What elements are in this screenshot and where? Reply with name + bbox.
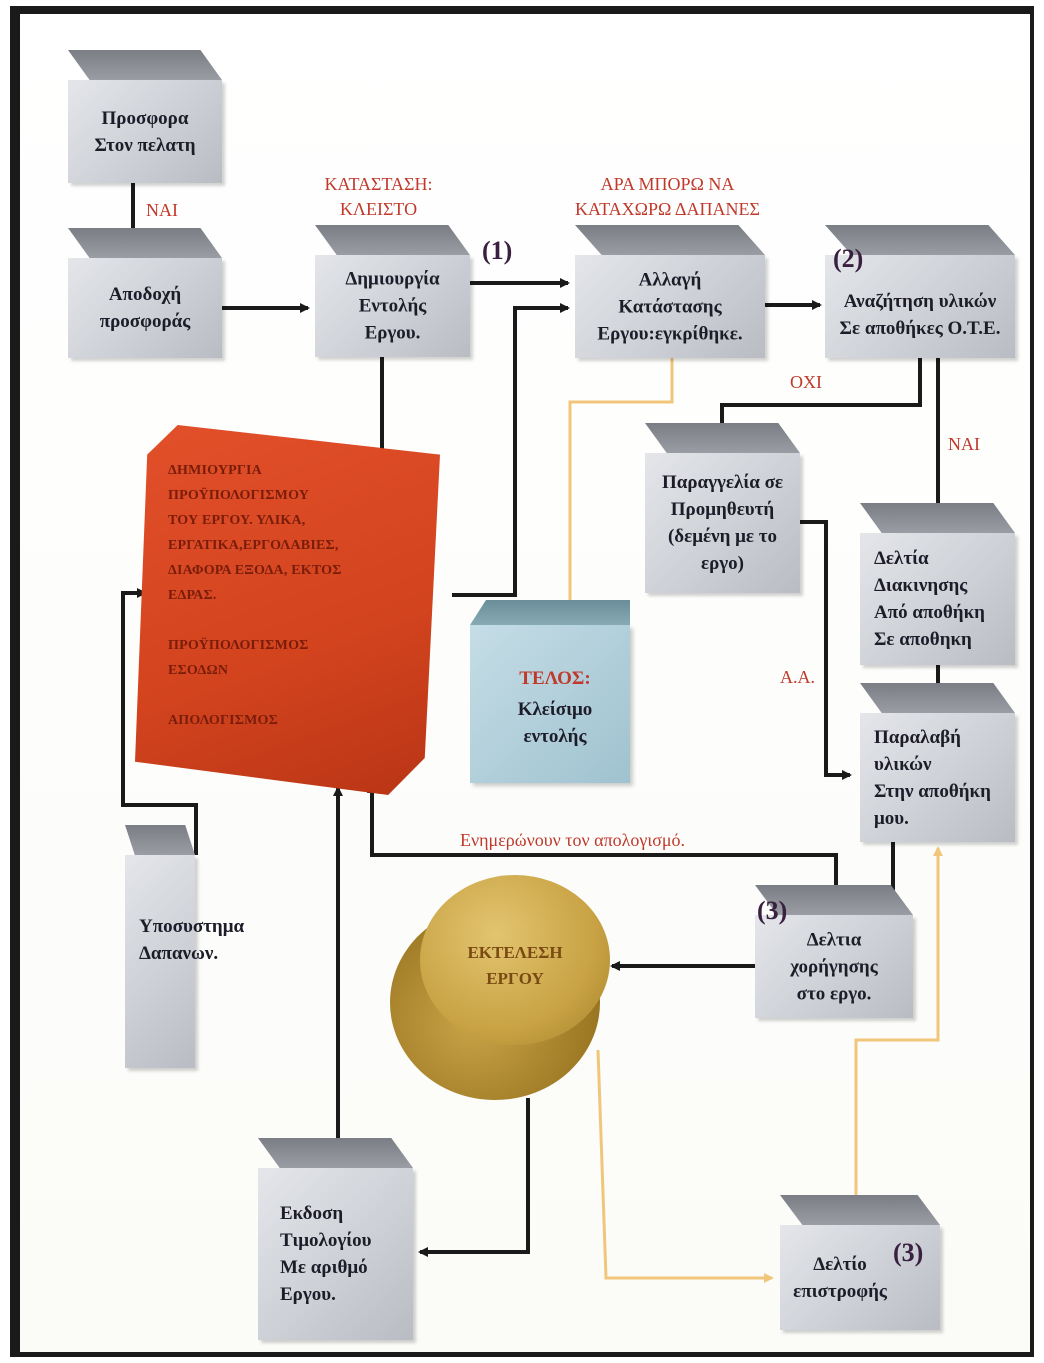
arrow-supplier-to-receive <box>800 520 852 780</box>
tan-arrow-return-to-receive <box>854 846 943 1220</box>
expenses-subsystem-text: Υποσυστημα Δαπανων. <box>139 916 245 965</box>
label-nai-top: ΝΑΙ <box>146 200 178 220</box>
label-nai-right: ΝΑΙ <box>948 434 980 454</box>
supplier-order-box: Παραγγελία σε Προμηθευτή (δεμένη με το ε… <box>645 453 800 593</box>
label-oxi: ΟΧΙ <box>790 372 822 392</box>
tan-arrow-execution-to-return <box>596 1049 774 1283</box>
label-aa: Α.Α. <box>780 667 815 687</box>
change-status-box: Αλλαγή Κατάστασης Εργου:εγκρίθηκε. <box>575 255 765 358</box>
step-number-2: (2) <box>833 244 864 273</box>
arrow-execution-to-invoice <box>418 1098 530 1257</box>
step-number-1: (1) <box>482 236 513 265</box>
label-can-register: ΑΡΑ ΜΠΟΡΩ ΝΑ ΚΑΤΑΧΩΡΩ ΔΑΠΑΝΕΣ <box>575 174 760 219</box>
acceptance-box: Αποδοχή προσφοράς <box>68 258 222 358</box>
offer-text: Προσφορα Στον πελατη <box>94 107 196 156</box>
tan-arrow-status-to-end <box>565 358 674 640</box>
create-order-text: Δημιουργία Εντολής Εργου. <box>345 268 440 344</box>
search-materials-box: Αναζήτηση υλικών Σε αποθήκες Ο.Τ.Ε. <box>825 255 1015 358</box>
invoice-text: Εκδοση Τιμολογίου Με αριθμό Εργου. <box>280 1203 372 1305</box>
end-box-text: Κλείσιμο εντολής <box>517 699 593 747</box>
change-status-text: Αλλαγή Κατάστασης Εργου:εγκρίθηκε. <box>597 269 743 344</box>
arrow-subsystem-to-panel <box>121 588 198 855</box>
acceptance-text: Αποδοχή προσφοράς <box>99 284 191 332</box>
offer-box: Προσφορα Στον πελατη <box>68 80 222 183</box>
search-materials-text: Αναζήτηση υλικών Σε αποθήκες Ο.Τ.Ε. <box>839 290 1001 339</box>
step-number-3-return: (3) <box>893 1238 924 1267</box>
expenses-subsystem-box: Υποσυστημα Δαπανων. <box>125 855 244 1068</box>
invoice-box: Εκδοση Τιμολογίου Με αριθμό Εργου. <box>258 1168 413 1340</box>
end-box <box>470 625 630 783</box>
supplier-order-text: Παραγγελία σε Προμηθευτή (δεμένη με το ε… <box>661 472 784 574</box>
step-number-3-issue: (3) <box>757 896 788 925</box>
receive-materials-text: Παραλαβή υλικών Στην αποθήκη μου. <box>874 726 991 829</box>
label-update-budget: Ενημερώνουν τον απολογισμό. <box>460 830 686 850</box>
create-order-box: Δημιουργία Εντολής Εργου. <box>315 255 470 357</box>
transfer-slips-box: Δελτία Διακινησης Από αποθήκη Σε αποθηκη <box>860 533 1015 665</box>
arrow-panel-to-status <box>452 303 570 597</box>
transfer-slips-text: Δελτία Διακινησης Από αποθήκη Σε αποθηκη <box>874 548 985 650</box>
return-slip-box: Δελτίο επιστροφής <box>780 1225 940 1330</box>
label-status-closed: ΚΑΤΑΣΤΑΣΗ: ΚΛΕΙΣΤΟ <box>324 174 433 219</box>
arrow-issue-to-panel <box>367 783 838 888</box>
receive-materials-box: Παραλαβή υλικών Στην αποθήκη μου. <box>860 713 1015 842</box>
budget-panel-text: ΔΗΜΙΟΥΡΓΙΑ ΠΡΟΫΠΟΛΟΓΙΣΜΟΥ ΤΟΥ ΕΡΓΟΥ. ΥΛΙ… <box>168 463 342 728</box>
return-slip-text: Δελτίο επιστροφής <box>793 1253 887 1302</box>
end-box-title: ΤΕΛΟΣ: <box>519 668 591 689</box>
issue-slips-box: Δελτια χορήγησης στο εργο. <box>755 915 913 1018</box>
execution-cylinder-top <box>420 875 610 1045</box>
execution-cylinder-text: ΕΚΤΕΛΕΣΗ ΕΡΓΟΥ <box>467 943 563 988</box>
budget-panel <box>135 425 440 795</box>
issue-slips-text: Δελτια χορήγησης στο εργο. <box>790 929 878 1004</box>
